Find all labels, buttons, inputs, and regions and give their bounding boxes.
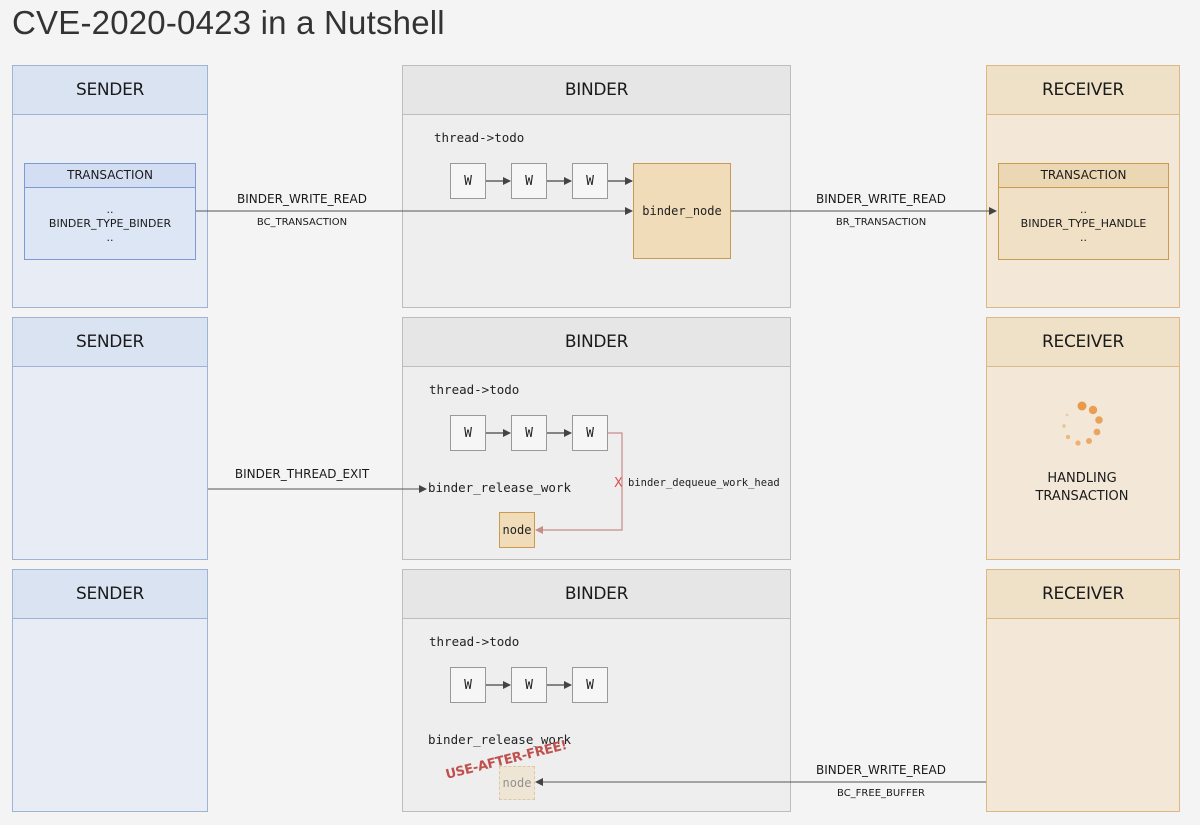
receiver-header: RECEIVER bbox=[987, 66, 1179, 115]
work-item: W bbox=[450, 667, 486, 703]
receiver-panel-row2: RECEIVER bbox=[986, 317, 1180, 560]
work-item: W bbox=[572, 163, 608, 199]
work-item: W bbox=[572, 667, 608, 703]
transaction-type: BINDER_TYPE_HANDLE bbox=[1020, 217, 1147, 230]
sender-panel-row3: SENDER bbox=[12, 569, 208, 812]
sender-panel-row2: SENDER bbox=[12, 317, 208, 560]
transaction-title: TRANSACTION bbox=[999, 164, 1168, 188]
work-item: W bbox=[572, 415, 608, 451]
status-line: TRANSACTION bbox=[1035, 489, 1129, 504]
arrow-label: BINDER_WRITE_READ bbox=[237, 192, 367, 206]
status-line: HANDLING bbox=[1047, 471, 1117, 486]
transaction-dots: .. bbox=[106, 203, 114, 216]
transaction-dots: .. bbox=[106, 231, 114, 244]
sender-panel-row1: SENDER TRANSACTION .. BINDER_TYPE_BINDER… bbox=[12, 65, 208, 308]
binder-node-box: binder_node bbox=[633, 163, 731, 259]
work-item: W bbox=[511, 667, 547, 703]
arrow-sublabel: BC_FREE_BUFFER bbox=[837, 788, 925, 799]
receiver-header: RECEIVER bbox=[987, 570, 1179, 619]
sender-header: SENDER bbox=[13, 318, 207, 367]
sender-header: SENDER bbox=[13, 66, 207, 115]
binder-header: BINDER bbox=[403, 570, 790, 619]
release-work-label: binder_release_work bbox=[428, 732, 571, 747]
thread-todo-label: thread->todo bbox=[434, 130, 525, 145]
node-box: node bbox=[499, 512, 535, 548]
binder-header: BINDER bbox=[403, 66, 790, 115]
receiver-panel-row3: RECEIVER bbox=[986, 569, 1180, 812]
arrow-label: BINDER_WRITE_READ bbox=[816, 192, 946, 206]
arrow-sublabel: BC_TRANSACTION bbox=[256, 217, 348, 228]
arrow-label: BINDER_WRITE_READ bbox=[816, 763, 946, 777]
dequeue-fail-mark: X bbox=[614, 476, 623, 491]
work-item: W bbox=[511, 415, 547, 451]
loading-spinner-icon bbox=[1062, 401, 1103, 446]
work-item: W bbox=[450, 163, 486, 199]
transaction-title: TRANSACTION bbox=[25, 164, 195, 188]
dequeue-label: binder_dequeue_work_head bbox=[628, 477, 780, 489]
transaction-type: BINDER_TYPE_BINDER bbox=[48, 217, 172, 230]
receiver-header: RECEIVER bbox=[987, 318, 1179, 367]
release-work-label: binder_release_work bbox=[428, 480, 571, 495]
arrow-label: BINDER_THREAD_EXIT bbox=[234, 467, 370, 481]
sender-header: SENDER bbox=[13, 570, 207, 619]
thread-todo-label: thread->todo bbox=[429, 634, 520, 649]
binder-header: BINDER bbox=[403, 318, 790, 367]
receiver-panel-row1: RECEIVER TRANSACTION .. BINDER_TYPE_HAND… bbox=[986, 65, 1180, 308]
receiver-transaction-box: TRANSACTION .. BINDER_TYPE_HANDLE .. bbox=[998, 163, 1169, 260]
arrow-dequeue-to-node bbox=[535, 432, 623, 534]
transaction-dots: .. bbox=[1080, 203, 1087, 216]
transaction-dots: .. bbox=[1080, 231, 1087, 244]
work-item: W bbox=[511, 163, 547, 199]
freed-node-box: node bbox=[499, 766, 535, 800]
sender-transaction-box: TRANSACTION .. BINDER_TYPE_BINDER .. bbox=[24, 163, 196, 260]
thread-todo-label: thread->todo bbox=[429, 382, 520, 397]
page-title: CVE-2020-0423 in a Nutshell bbox=[12, 4, 445, 41]
work-item: W bbox=[450, 415, 486, 451]
arrow-sublabel: BR_TRANSACTION bbox=[835, 217, 927, 228]
